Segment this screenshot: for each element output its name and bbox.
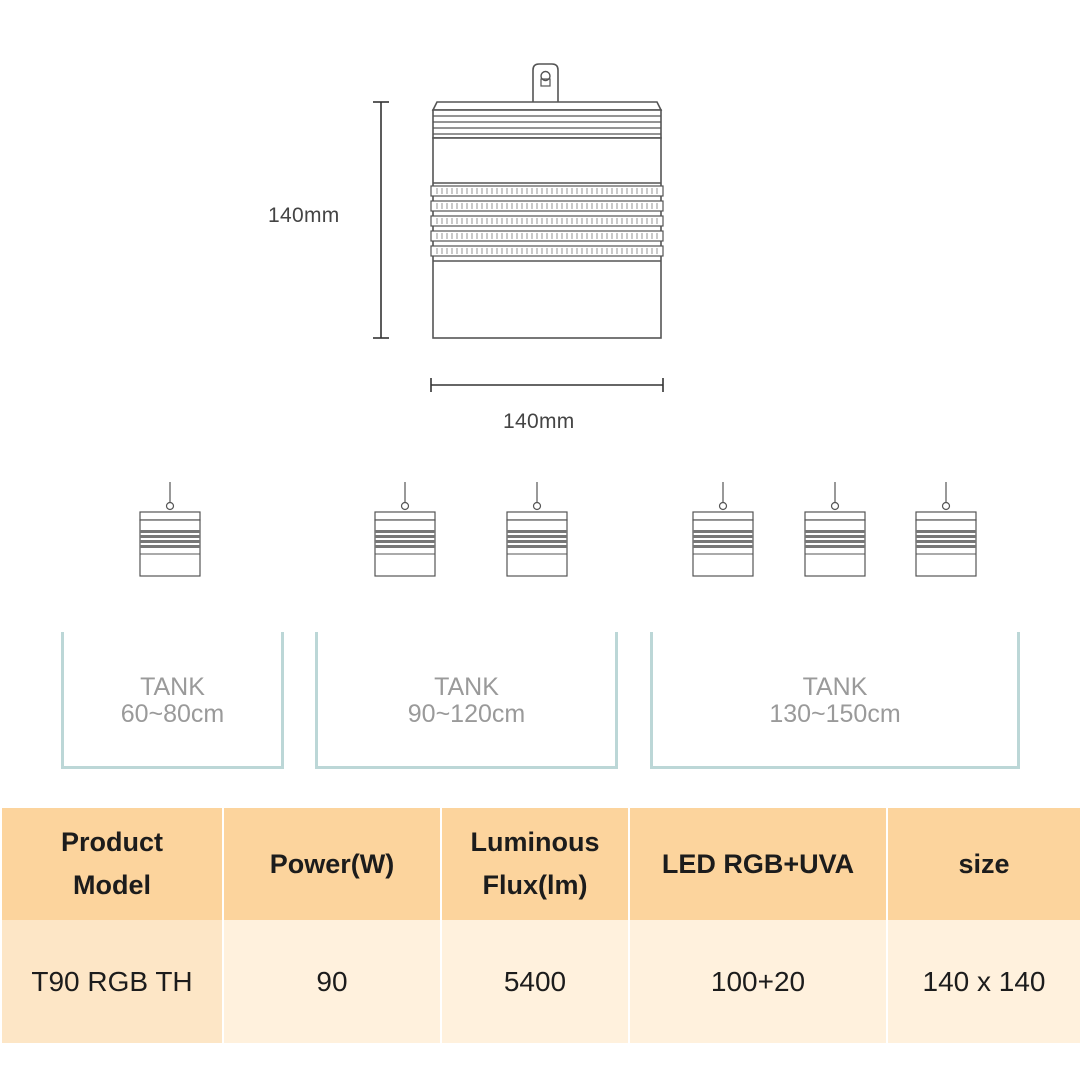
cell-power: 90 (222, 920, 442, 1043)
header-size: size (886, 808, 1080, 920)
small-lamp-fin (693, 530, 753, 533)
small-lamp-fin (140, 545, 200, 548)
tank-size: 60~80cm (120, 700, 225, 728)
tank-size: 130~150cm (769, 700, 901, 728)
small-lamp-fin (140, 530, 200, 533)
small-lamp (692, 482, 754, 577)
lamp-top-band (432, 109, 662, 139)
small-lamp-cap (915, 511, 977, 521)
hanger-lock (540, 78, 551, 87)
hanger-tab (532, 63, 559, 102)
small-lamp (506, 482, 568, 577)
cell-product-model: T90 RGB TH (0, 920, 224, 1043)
hanger-ring (718, 501, 728, 511)
header-led: LED RGB+UVA (628, 808, 888, 920)
small-lamp-fin (693, 535, 753, 538)
tank-label: TANK (140, 673, 205, 701)
tank-small: TANK 60~80cm (61, 632, 284, 769)
small-lamp (139, 482, 201, 577)
small-lamp-cap (374, 511, 436, 521)
small-lamp-fin (693, 545, 753, 548)
small-lamp-fin (916, 545, 976, 548)
header-power: Power(W) (222, 808, 442, 920)
small-lamp-fin (693, 540, 753, 543)
small-lamp-fin (507, 540, 567, 543)
small-lamp-fin (805, 530, 865, 533)
tank-lamp-drawings (139, 482, 977, 577)
small-lamp-fin (375, 545, 435, 548)
small-lamp-fin (507, 535, 567, 538)
small-lamp-fin (916, 540, 976, 543)
hanger-ring (830, 501, 840, 511)
small-lamp-fin (916, 530, 976, 533)
tank-label: TANK (434, 673, 499, 701)
cell-led: 100+20 (628, 920, 888, 1043)
table-row: T90 RGB TH 90 5400 100+20 140 x 140 (0, 920, 1080, 1043)
small-lamp (374, 482, 436, 577)
hanger-ring (941, 501, 951, 511)
hanger-hole (540, 70, 551, 82)
small-lamp-cap (804, 511, 866, 521)
small-lamp-fin (140, 535, 200, 538)
small-lamp-fin (375, 535, 435, 538)
small-lamp-fin (805, 545, 865, 548)
small-lamp-fin (140, 540, 200, 543)
height-dimension-label: 140mm (268, 204, 340, 227)
tank-large: TANK 130~150cm (650, 632, 1020, 769)
hanger-ring (165, 501, 175, 511)
small-lamp-fin (916, 535, 976, 538)
tank-medium: TANK 90~120cm (315, 632, 618, 769)
small-lamp-fin (375, 540, 435, 543)
small-lamp-fin (805, 535, 865, 538)
tank-label: TANK (802, 673, 868, 701)
hanger-ring (532, 501, 542, 511)
small-lamp-fin (507, 545, 567, 548)
small-lamp-fin (507, 530, 567, 533)
width-dimension-label: 140mm (503, 410, 575, 433)
small-lamp-cap (139, 511, 201, 521)
lamp-drawings (139, 63, 977, 577)
cell-size: 140 x 140 (886, 920, 1080, 1043)
cell-luminous-flux: 5400 (440, 920, 630, 1043)
small-lamp-cap (506, 511, 568, 521)
small-lamp-fin (805, 540, 865, 543)
tank-size: 90~120cm (407, 700, 526, 728)
lamp-cap (431, 101, 663, 111)
hanger-ring (400, 501, 410, 511)
small-lamp (804, 482, 866, 577)
small-lamp (915, 482, 977, 577)
small-lamp-fin (375, 530, 435, 533)
lamp-dimension-drawing (373, 63, 664, 392)
small-lamp-cap (692, 511, 754, 521)
